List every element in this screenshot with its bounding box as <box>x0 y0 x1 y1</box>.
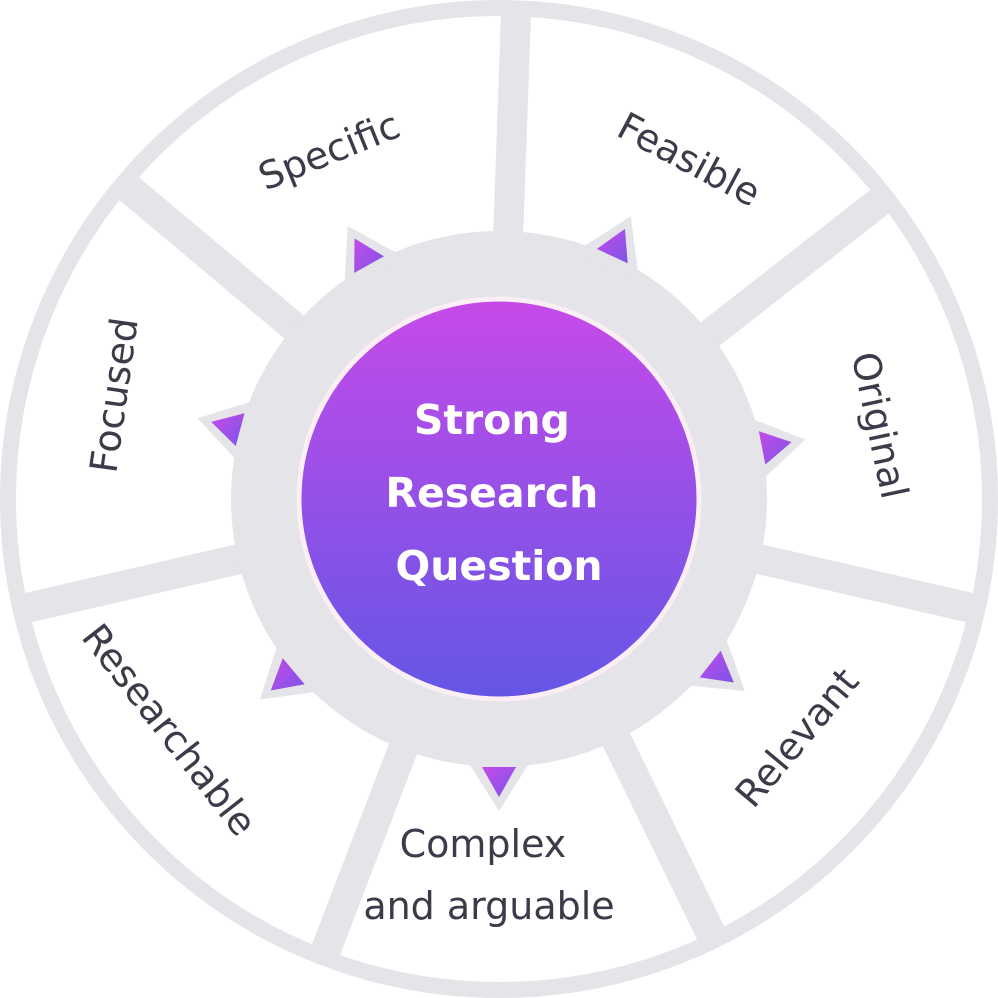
arrow-icon <box>758 431 792 465</box>
spoke <box>308 727 424 964</box>
center-title-line-3: Question <box>395 542 602 590</box>
center-circle <box>296 296 702 702</box>
arrow-icon <box>270 658 305 691</box>
spoke <box>492 6 532 250</box>
arrow-icon <box>211 413 245 447</box>
arrow-icon <box>354 238 384 273</box>
label-complex-line-1: Complex <box>400 822 567 866</box>
spoke <box>595 717 729 948</box>
spoke <box>739 540 982 625</box>
label-complex: Complex and arguable <box>363 822 614 928</box>
arrow-icon <box>699 650 734 683</box>
spoke <box>112 171 318 350</box>
arrows <box>197 216 806 811</box>
arrow-icon <box>596 228 628 264</box>
spokes <box>16 6 982 964</box>
center-title-line-1: Strong <box>414 396 570 444</box>
arrow-icon <box>482 767 516 797</box>
label-complex-line-2: and arguable <box>363 884 614 928</box>
center-title: Strong Research Question <box>385 396 612 590</box>
spoke <box>686 184 896 357</box>
spoke <box>16 540 259 625</box>
center-title-line-2: Research <box>385 469 598 517</box>
